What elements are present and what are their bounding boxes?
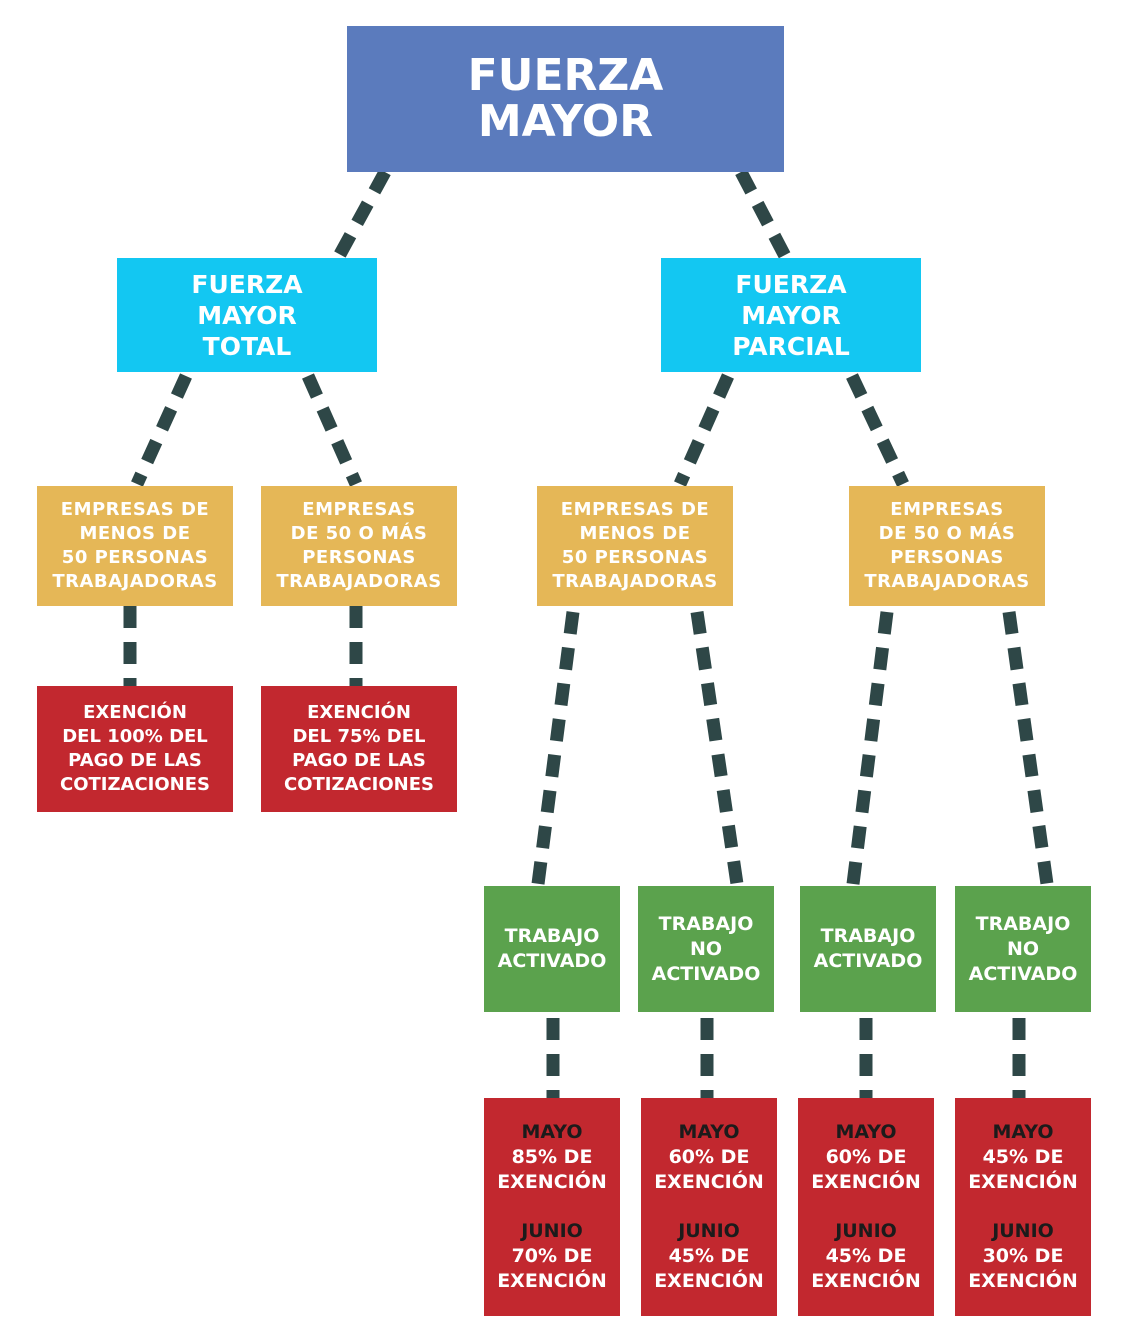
may-value: 60% DE (668, 1146, 750, 1168)
node-line: PERSONAS (302, 547, 416, 568)
node-line: EMPRESAS (890, 499, 1004, 520)
node-line: ACTIVADO (813, 950, 923, 972)
node-line: TRABAJO (504, 925, 600, 947)
node-line: MAYOR (197, 300, 297, 330)
may-label: MAYO (678, 1121, 740, 1143)
june-value: 30% DE (982, 1245, 1064, 1267)
node-line: EXENCIÓN (307, 702, 411, 723)
connector-partial-small (674, 373, 734, 487)
june-value: 45% DE (825, 1245, 907, 1267)
node-work-activated-large: TRABAJO ACTIVADO (800, 886, 936, 1012)
june-value: 70% DE (511, 1245, 593, 1267)
node-line: EMPRESAS (302, 499, 416, 520)
node-line: PARCIAL (732, 331, 850, 361)
node-result-not-activated-large: MAYO 45% DE EXENCIÓN JUNIO 30% DE EXENCI… (955, 1098, 1091, 1316)
june-word: EXENCIÓN (811, 1270, 921, 1292)
node-line: DE 50 O MÁS (290, 523, 428, 544)
node-total-large-companies: EMPRESAS DE 50 O MÁS PERSONAS TRABAJADOR… (261, 486, 457, 606)
node-partial-small-companies: EMPRESAS DE MENOS DE 50 PERSONAS TRABAJA… (537, 486, 733, 606)
node-line: TRABAJADORAS (276, 571, 442, 592)
node-work-activated-small: TRABAJO ACTIVADO (484, 886, 620, 1012)
node-result-activated-small: MAYO 85% DE EXENCIÓN JUNIO 70% DE EXENCI… (484, 1098, 620, 1316)
june-value: 45% DE (668, 1245, 750, 1267)
node-line: PAGO DE LAS (292, 750, 426, 771)
node-fuerza-mayor-total: FUERZA MAYOR TOTAL (117, 258, 377, 372)
may-label: MAYO (992, 1121, 1054, 1143)
june-label: JUNIO (835, 1220, 897, 1242)
node-line: NO (1006, 937, 1040, 960)
root-node-fuerza-mayor: FUERZA MAYOR (347, 26, 784, 172)
connector-root-total (332, 168, 391, 262)
june-word: EXENCIÓN (968, 1270, 1078, 1292)
node-total-small-companies: EMPRESAS DE MENOS DE 50 PERSONAS TRABAJA… (37, 486, 233, 606)
june-label: JUNIO (992, 1220, 1054, 1242)
node-line: MENOS DE (579, 523, 691, 544)
connector-total-small (131, 373, 192, 487)
connector-partial-large-work-1 (846, 611, 894, 885)
june-label: JUNIO (678, 1220, 740, 1242)
may-word: EXENCIÓN (968, 1171, 1078, 1193)
root-node-line: MAYOR (477, 96, 654, 147)
node-line: FUERZA (191, 269, 303, 299)
connector-partial-large-work-2 (1002, 611, 1054, 885)
node-result-activated-large: MAYO 60% DE EXENCIÓN JUNIO 45% DE EXENCI… (798, 1098, 934, 1316)
node-total-large-exemption: EXENCIÓN DEL 75% DEL PAGO DE LAS COTIZAC… (261, 686, 457, 812)
node-line: FUERZA (735, 269, 847, 299)
connector-total-large (302, 373, 362, 487)
node-line: TOTAL (202, 331, 292, 361)
node-line: EMPRESAS DE (60, 499, 210, 520)
may-word: EXENCIÓN (811, 1171, 921, 1193)
node-line: EXENCIÓN (83, 702, 187, 723)
connector-root-partial (735, 168, 792, 262)
node-line: DEL 100% DEL (62, 726, 208, 747)
may-value: 60% DE (825, 1146, 907, 1168)
node-line: NO (689, 937, 723, 960)
node-line: PAGO DE LAS (68, 750, 202, 771)
node-partial-large-companies: EMPRESAS DE 50 O MÁS PERSONAS TRABAJADOR… (849, 486, 1045, 606)
node-line: MENOS DE (79, 523, 191, 544)
june-word: EXENCIÓN (654, 1270, 764, 1292)
node-line: COTIZACIONES (59, 774, 210, 795)
node-line: DEL 75% DEL (292, 726, 426, 747)
node-line: PERSONAS (890, 547, 1004, 568)
node-line: 50 PERSONAS (561, 547, 709, 568)
may-word: EXENCIÓN (654, 1171, 764, 1193)
node-line: MAYOR (741, 300, 841, 330)
node-line: COTIZACIONES (283, 774, 434, 795)
connector-partial-small-work-2 (690, 611, 744, 885)
node-line: 50 PERSONAS (61, 547, 209, 568)
may-value: 45% DE (982, 1146, 1064, 1168)
node-line: TRABAJADORAS (552, 571, 718, 592)
connector-partial-large (846, 373, 909, 487)
june-label: JUNIO (521, 1220, 583, 1242)
node-fuerza-mayor-parcial: FUERZA MAYOR PARCIAL (661, 258, 921, 372)
node-line: EMPRESAS DE (560, 499, 710, 520)
node-line: TRABAJADORAS (52, 571, 218, 592)
may-label: MAYO (835, 1121, 897, 1143)
node-result-not-activated-small: MAYO 60% DE EXENCIÓN JUNIO 45% DE EXENCI… (641, 1098, 777, 1316)
node-line: ACTIVADO (651, 962, 761, 985)
node-line: TRABAJO (820, 925, 916, 947)
node-line: ACTIVADO (968, 962, 1078, 985)
node-line: TRABAJO (658, 912, 754, 935)
node-line: ACTIVADO (497, 950, 607, 972)
node-line: TRABAJADORAS (864, 571, 1030, 592)
june-word: EXENCIÓN (497, 1270, 607, 1292)
connector-partial-small-work-1 (531, 611, 580, 885)
node-work-not-activated-large: TRABAJO NO ACTIVADO (955, 886, 1091, 1012)
may-value: 85% DE (511, 1146, 593, 1168)
node-line: DE 50 O MÁS (878, 523, 1016, 544)
node-total-small-exemption: EXENCIÓN DEL 100% DEL PAGO DE LAS COTIZA… (37, 686, 233, 812)
root-node-line: FUERZA (467, 50, 664, 101)
may-label: MAYO (521, 1121, 583, 1143)
node-work-not-activated-small: TRABAJO NO ACTIVADO (638, 886, 774, 1012)
may-word: EXENCIÓN (497, 1171, 607, 1193)
node-line: TRABAJO (975, 912, 1071, 935)
